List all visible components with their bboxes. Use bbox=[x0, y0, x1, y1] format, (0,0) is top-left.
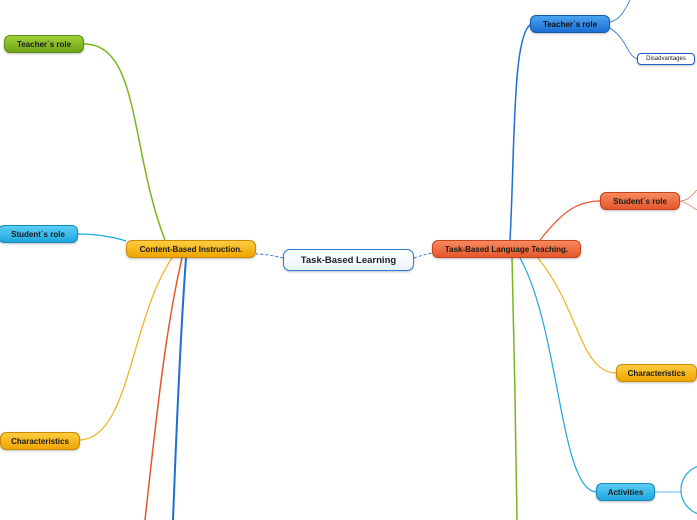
connector-right-activities bbox=[519, 257, 597, 493]
connector-left-teacher bbox=[83, 43, 166, 241]
connector-left-characteristics bbox=[79, 257, 173, 441]
link-center-right bbox=[413, 252, 433, 259]
activities-subnode-partial bbox=[680, 466, 697, 514]
connector-right-characteristics bbox=[537, 257, 617, 374]
right-characteristics-node[interactable]: Characteristics bbox=[616, 364, 697, 382]
left-teacher-role-node[interactable]: Teacher´s role bbox=[4, 35, 84, 53]
connector-right-green-down bbox=[511, 257, 518, 520]
task-based-language-teaching-node[interactable]: Task-Based Language Teaching. bbox=[432, 240, 581, 258]
central-topic[interactable]: Task-Based Learning bbox=[283, 249, 414, 271]
right-student-role-node[interactable]: Student´s role bbox=[600, 192, 680, 210]
connector-right-teacher-up bbox=[609, 0, 631, 23]
link-center-left bbox=[255, 253, 284, 259]
connector-left-student bbox=[77, 233, 127, 242]
connector-right-student bbox=[539, 200, 601, 241]
right-disadvantages-node[interactable]: Disadvantages bbox=[637, 53, 695, 65]
left-student-role-node[interactable]: Student´s role bbox=[0, 225, 78, 243]
right-activities-node[interactable]: Activities bbox=[596, 483, 655, 501]
connector-left-blue-down bbox=[172, 257, 187, 520]
right-teacher-role-node[interactable]: Teacher´s role bbox=[530, 15, 610, 33]
content-based-instruction-node[interactable]: Content-Based Instruction. bbox=[126, 240, 256, 258]
connector-right-teacher bbox=[509, 23, 533, 241]
connector-left-red-down bbox=[144, 257, 183, 520]
left-characteristics-node[interactable]: Characteristics bbox=[0, 432, 80, 450]
connector-right-student-out bbox=[679, 189, 697, 211]
connector-right-disadvantages bbox=[609, 27, 639, 60]
